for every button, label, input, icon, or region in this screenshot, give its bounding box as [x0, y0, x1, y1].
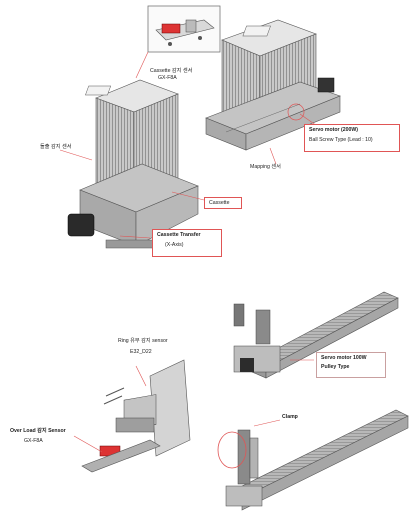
servo-motor-100w-text: Servo motor 100W [321, 355, 367, 361]
overload-sensor-model: GX-F8A [24, 438, 43, 444]
cassette-unit-left [59, 79, 205, 249]
cassette-unit-right [205, 19, 341, 165]
transfer-axis-upper [233, 291, 399, 379]
pulley-type-text: Pulley Type [321, 364, 350, 371]
transfer-axis-lower [217, 409, 409, 511]
cassette-sensor-model: GX-F8A [158, 75, 177, 81]
servo-motor-200w-callout: Servo motor (200W) Ball Screw Type (Lead… [304, 124, 400, 152]
x-axis-text: (X-Axis) [165, 242, 184, 249]
servo-motor-200w-text: Servo motor (200W) [309, 127, 359, 133]
clamp-label: Clamp [282, 414, 298, 420]
sensor-detail-inset [135, 5, 221, 79]
mapping-sensor-label: Mapping 센서 [250, 164, 281, 170]
ring-sensor-assembly [73, 359, 191, 473]
cassette-callout: Cassette [204, 197, 242, 209]
cassette-sensor-label: Cassette 감지 센서 [150, 68, 193, 74]
protrusion-sensor-label: 돌출 감지 센서 [40, 144, 72, 150]
cassette-transfer-text: Cassette Transfer [157, 232, 201, 238]
ring-sensor-label: Ring 유무 감지 sensor [118, 338, 168, 344]
cassette-transfer-callout: Cassette Transfer (X-Axis) [152, 229, 222, 257]
ring-sensor-model: E32_D22 [130, 349, 152, 355]
servo-motor-100w-callout: Servo motor 100W Pulley Type [316, 352, 386, 378]
ball-screw-text: Ball Screw Type (Lead : 10) [309, 137, 373, 144]
cassette-text: Cassette [209, 200, 230, 206]
overload-sensor-label: Over Load 감지 Sensor [10, 428, 66, 434]
